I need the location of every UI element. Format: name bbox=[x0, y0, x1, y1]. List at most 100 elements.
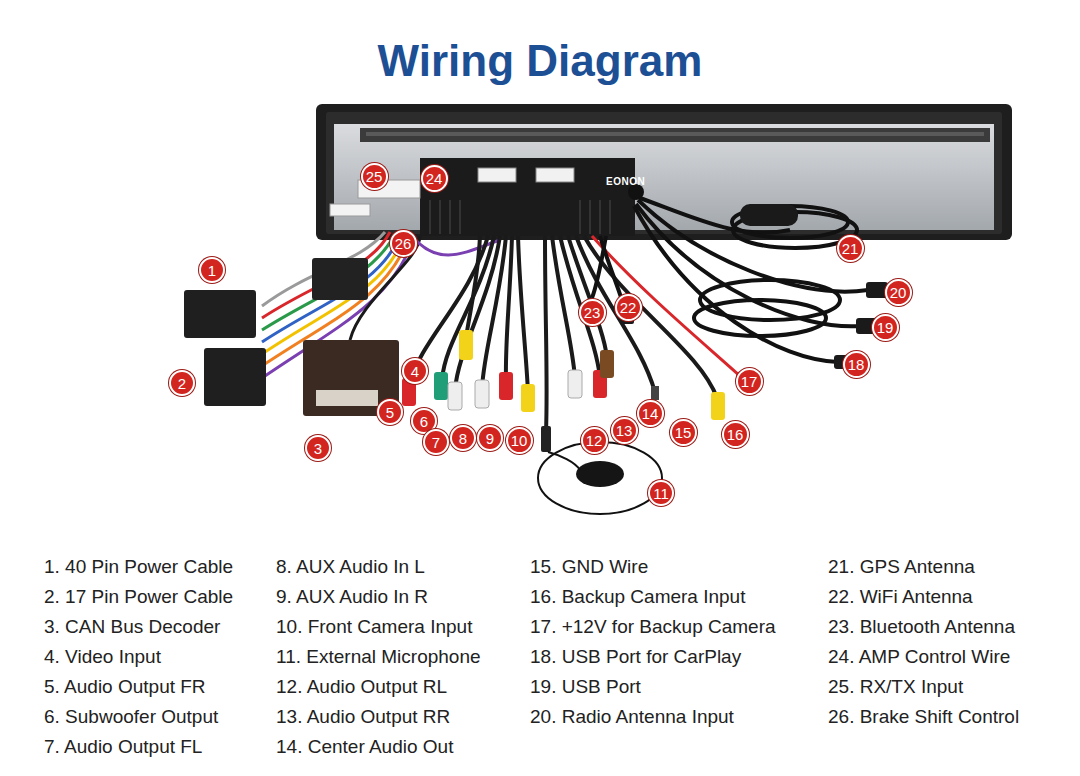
legend-list-item: 20. Radio Antenna Input bbox=[530, 706, 734, 728]
rca-cables bbox=[568, 236, 607, 358]
diagram-title: Wiring Diagram bbox=[0, 36, 1080, 86]
antenna-cables bbox=[592, 236, 606, 298]
callout-text: 5 bbox=[386, 405, 394, 420]
legend-list-item: 5. Audio Output FR bbox=[44, 676, 206, 698]
legend-list-item: 12. Audio Output RL bbox=[276, 676, 447, 698]
harness-plug bbox=[312, 258, 368, 300]
head-unit bbox=[459, 200, 461, 234]
rca-plug bbox=[521, 384, 535, 412]
callout-text: 26 bbox=[395, 236, 412, 251]
power-harness bbox=[262, 236, 400, 342]
callout-text: 7 bbox=[432, 435, 440, 450]
harness-plug bbox=[204, 348, 266, 406]
legend-list-item: 14. Center Audio Out bbox=[276, 736, 453, 758]
callout-number: 4 bbox=[402, 358, 428, 384]
callout-number: 3 bbox=[305, 435, 331, 461]
rca-cables bbox=[410, 236, 717, 432]
callout-number: 12 bbox=[581, 427, 608, 454]
legend-list-item: 16. Backup Camera Input bbox=[530, 586, 745, 608]
legend-list-item: 25. RX/TX Input bbox=[828, 676, 963, 698]
callout-text: 1 bbox=[208, 263, 216, 278]
head-unit bbox=[316, 104, 1012, 240]
rca-cables bbox=[545, 236, 547, 432]
head-unit bbox=[599, 200, 601, 234]
head-unit bbox=[429, 200, 431, 234]
legend-list-item: 19. USB Port bbox=[530, 676, 641, 698]
brand-logo: EONON bbox=[606, 176, 645, 188]
callout-text: 2 bbox=[178, 376, 186, 391]
callout-number: 24 bbox=[421, 165, 448, 192]
callout-text: 21 bbox=[842, 241, 859, 256]
rca-cables bbox=[506, 236, 512, 380]
legend-list-item: 13. Audio Output RR bbox=[276, 706, 450, 728]
legend-list-item: 9. AUX Audio In R bbox=[276, 586, 428, 608]
callout-number: 17 bbox=[736, 368, 763, 395]
rca-plug bbox=[448, 382, 462, 410]
antenna-cables bbox=[694, 300, 826, 336]
rca-plug bbox=[541, 426, 551, 452]
legend-list-item: 3. CAN Bus Decoder bbox=[44, 616, 220, 638]
callout-number: 18 bbox=[843, 351, 870, 378]
legend-list-item: 17. +12V for Backup Camera bbox=[530, 616, 776, 638]
callout-text: 9 bbox=[486, 431, 494, 446]
power-harness bbox=[262, 232, 385, 306]
rca-plug bbox=[402, 330, 742, 452]
callout-number: 8 bbox=[450, 425, 476, 451]
callout-number: 15 bbox=[670, 419, 697, 446]
antenna-cables bbox=[636, 204, 860, 326]
rca-plug bbox=[499, 372, 513, 400]
rca-plug bbox=[475, 380, 489, 408]
callout-text: 17 bbox=[741, 374, 758, 389]
legend-list-item: 10. Front Camera Input bbox=[276, 616, 472, 638]
head-unit bbox=[360, 128, 990, 142]
head-unit bbox=[316, 104, 1012, 240]
legend-list-item: 6. Subwoofer Output bbox=[44, 706, 218, 728]
head-unit bbox=[579, 200, 581, 234]
callout-number: 16 bbox=[722, 421, 749, 448]
power-harness bbox=[262, 234, 395, 330]
head-unit bbox=[420, 158, 635, 236]
callout-number: 14 bbox=[637, 400, 664, 427]
legend-list-item: 1. 40 Pin Power Cable bbox=[44, 556, 233, 578]
power-harness bbox=[262, 236, 405, 354]
callout-number: 7 bbox=[423, 429, 449, 455]
callout-text: 18 bbox=[848, 357, 865, 372]
callout-number: 10 bbox=[506, 427, 533, 454]
head-unit bbox=[609, 200, 611, 234]
head-unit bbox=[430, 200, 610, 234]
head-unit bbox=[478, 168, 516, 182]
callout-number: 21 bbox=[837, 235, 864, 262]
harness-plug bbox=[184, 290, 256, 338]
legend-list-item: 4. Video Input bbox=[44, 646, 161, 668]
legend-list-item: 22. WiFi Antenna bbox=[828, 586, 973, 608]
head-unit bbox=[589, 200, 591, 234]
callout-number: 20 bbox=[885, 279, 912, 306]
legend-list-item: 26. Brake Shift Control bbox=[828, 706, 1019, 728]
harness-plug bbox=[316, 390, 378, 406]
usb-plug bbox=[740, 204, 798, 226]
rca-plug bbox=[711, 392, 725, 420]
harness-plug bbox=[184, 258, 399, 416]
legend-list-item: 7. Audio Output FL bbox=[44, 736, 202, 758]
callout-text: 15 bbox=[675, 425, 692, 440]
legend-list-item: 18. USB Port for CarPlay bbox=[530, 646, 741, 668]
callout-text: 4 bbox=[411, 364, 419, 379]
callout-text: 25 bbox=[366, 169, 383, 184]
legend-list-item: 8. AUX Audio In L bbox=[276, 556, 425, 578]
callout-text: 6 bbox=[420, 414, 428, 429]
legend-list-item: 23. Bluetooth Antenna bbox=[828, 616, 1015, 638]
rca-plug bbox=[459, 330, 473, 360]
callout-text: 8 bbox=[459, 431, 467, 446]
microphone bbox=[548, 452, 580, 470]
rca-cables bbox=[518, 236, 528, 392]
callout-number: 13 bbox=[611, 417, 638, 444]
callout-text: 24 bbox=[426, 171, 443, 186]
legend-list-item: 24. AMP Control Wire bbox=[828, 646, 1010, 668]
callout-number: 2 bbox=[169, 370, 195, 396]
rca-plug bbox=[568, 370, 582, 398]
callout-text: 11 bbox=[653, 486, 669, 501]
callout-text: 19 bbox=[877, 320, 894, 335]
callout-text: 12 bbox=[586, 433, 603, 448]
callout-text: 16 bbox=[727, 427, 744, 442]
